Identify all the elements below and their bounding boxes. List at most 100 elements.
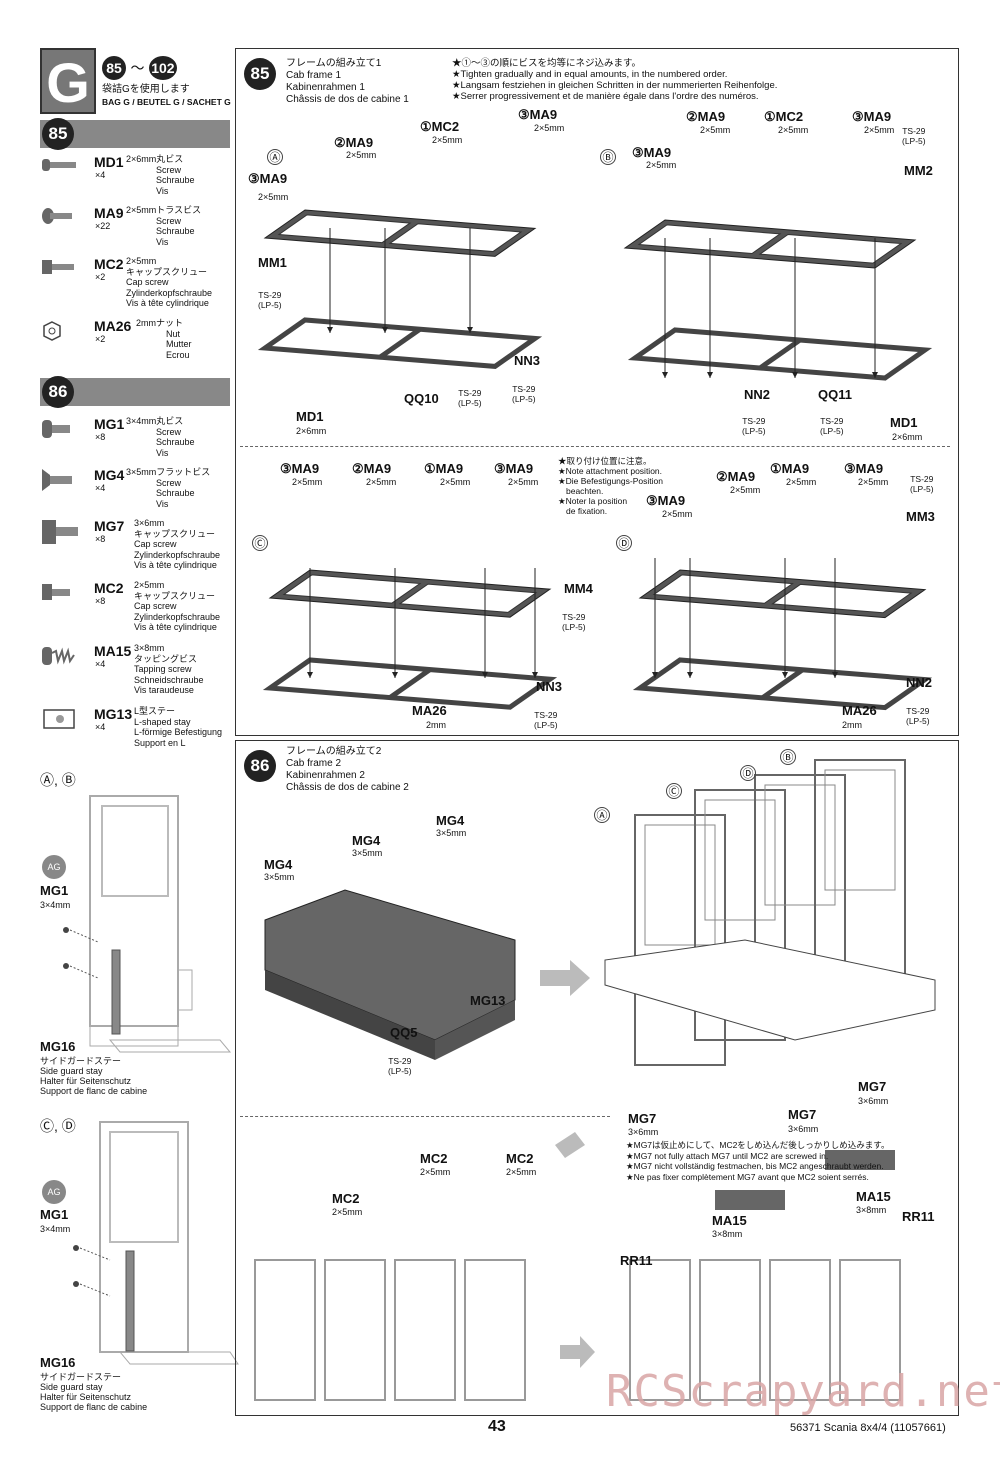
size-label: 2×5mm [292, 477, 323, 487]
part-code: MG4 [94, 467, 125, 483]
side-ab-label: Ⓐ, Ⓑ [40, 772, 76, 788]
frame-window [398, 583, 538, 613]
label-nn2: NN2 [744, 387, 771, 402]
ts-label: TS-29(LP-5) [458, 388, 482, 408]
round-screw-icon [42, 159, 76, 171]
ts-label: TS-29(LP-5) [388, 1056, 412, 1076]
side-frame-ab-diagram [63, 795, 232, 1053]
frame-window [282, 574, 422, 604]
cab-frame [464, 1259, 526, 1401]
size-label: 2mm [842, 720, 862, 730]
label-nn3: NN3 [514, 353, 541, 368]
part-qty: ×4 [95, 722, 106, 732]
part-qty: ×4 [95, 483, 106, 493]
bag-letter: G [40, 48, 96, 114]
part-qty: ×22 [95, 221, 111, 231]
label-ma15: MA15 [856, 1189, 891, 1204]
label-c: Ⓒ [666, 783, 682, 799]
cap-screw-icon [42, 260, 74, 274]
step-86-assembly-diagram [254, 759, 936, 1401]
step-85-frames-diagram [257, 209, 933, 711]
cab-base-side [265, 970, 435, 1060]
ts-label: TS-29(LP-5) [910, 474, 934, 494]
arrow-head [327, 327, 333, 333]
size-label: 3×5mm [264, 872, 295, 882]
label-ma9: ③MA9 [248, 171, 288, 186]
cap-screw-icon [42, 584, 70, 600]
mg1-label: MG1 [40, 883, 69, 898]
label-a: Ⓐ [267, 149, 283, 165]
label-ma9: ②MA9 [334, 135, 374, 150]
arrow-head [532, 672, 538, 678]
size-label: 2×6mm [296, 426, 327, 436]
label-mg4: MG4 [352, 833, 381, 848]
label-ma9: ②MA9 [716, 469, 756, 484]
arrow-head [782, 672, 788, 678]
cab-base-side [435, 1000, 515, 1060]
cab-base-assembled [604, 939, 936, 1041]
cab-base-tray [264, 889, 516, 1041]
watermark: RCScrapyard.net [606, 1366, 1000, 1417]
size-label: 2×5mm [778, 125, 809, 135]
label-mm2: MM2 [904, 163, 933, 178]
frame-base [758, 337, 802, 371]
label-mc2: MC2 [506, 1151, 534, 1166]
label-c: Ⓒ [252, 535, 268, 551]
label-mc2: MC2 [420, 1151, 448, 1166]
label-b: Ⓑ [780, 749, 796, 765]
size-label: 3×5mm [352, 848, 383, 858]
page-number: 43 [488, 1418, 506, 1435]
arrow-head [832, 672, 838, 678]
label-md1: MD1 [890, 415, 918, 430]
parts-86-bar: 86 [40, 376, 230, 408]
arrow-down-left-icon [555, 1132, 585, 1158]
step-separator: ～ [130, 60, 145, 76]
rr11-bracket [715, 1190, 785, 1210]
mg1-label: MG1 [40, 1207, 69, 1222]
frame-base [627, 327, 933, 381]
bag-use-label: BAG G / BEUTEL G / SACHET G [102, 97, 231, 107]
arrow-head [652, 672, 658, 678]
arrow-head [792, 372, 798, 378]
cab-frame [694, 789, 786, 1041]
label-ma9: ③MA9 [632, 145, 672, 160]
label-mc2: ①MC2 [764, 109, 804, 124]
frame-base [761, 667, 804, 700]
cab-frame [394, 1259, 456, 1401]
part-code: MC2 [94, 256, 124, 272]
frame-window [771, 583, 913, 614]
part-qty: ×8 [95, 596, 106, 606]
label-rr11: RR11 [620, 1253, 653, 1268]
frame-window [277, 214, 412, 244]
size-label: 2×5mm [858, 477, 889, 487]
ts-label: TS-29(LP-5) [906, 706, 930, 726]
frame-base [632, 657, 933, 711]
step-from: 85 [102, 56, 126, 80]
size-label: 2×5mm [366, 477, 397, 487]
part-code: MD1 [94, 154, 124, 170]
size-label: 2×5mm [332, 1207, 363, 1217]
step-85-notes: ★①～③の順にビスを均等にネジ込みます。★Tighten gradually a… [452, 58, 778, 102]
label-ma9: ③MA9 [494, 461, 534, 476]
cab-frame [769, 1259, 831, 1401]
size-label: 2mm [426, 720, 446, 730]
label-mg7: MG7 [628, 1111, 657, 1126]
parts-86-step: 86 [42, 376, 74, 408]
tapping-screw-icon [42, 647, 75, 665]
arrow-head [687, 672, 693, 678]
size-label: 2×5mm [662, 509, 693, 519]
ts-label: TS-29(LP-5) [534, 710, 558, 730]
cab-frame-window [644, 824, 716, 946]
label-mm1: MM1 [258, 255, 287, 270]
frame-base [388, 667, 432, 700]
label-ma26: MA26 [842, 703, 877, 718]
part-qty: ×8 [95, 432, 106, 442]
arrow-head [467, 327, 473, 333]
step-85-panel [235, 48, 959, 736]
cab-frame [324, 1259, 386, 1401]
